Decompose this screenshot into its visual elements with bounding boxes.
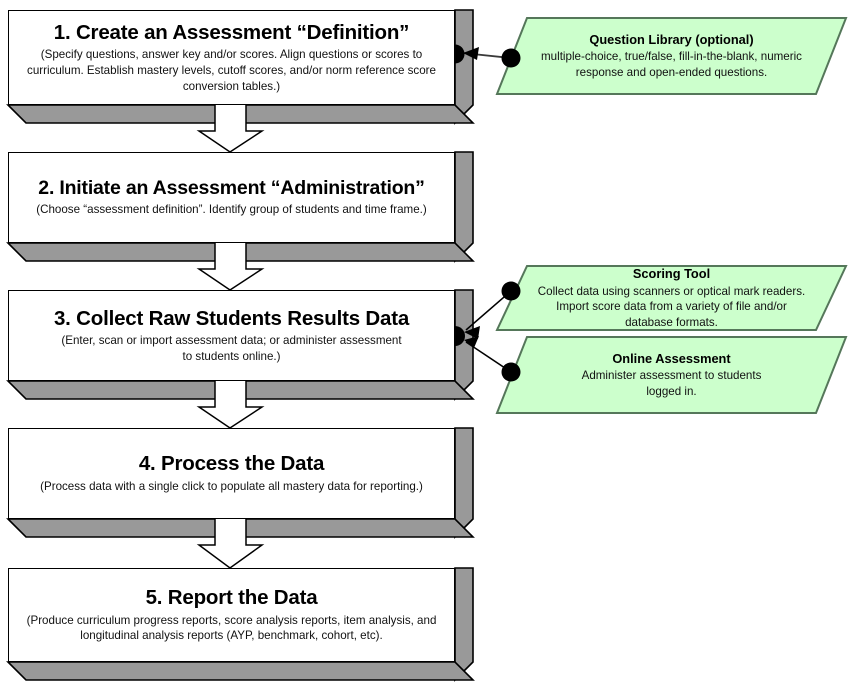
connector-dot-scoring-tool[interactable] — [501, 281, 521, 301]
note-online-assessment-title: Online Assessment — [612, 350, 731, 366]
arrow-step3-to-step4 — [196, 379, 265, 429]
arrow-step4-to-step5 — [196, 517, 265, 569]
step-1-box[interactable]: 1. Create an Assessment “Definition” (Sp… — [8, 10, 455, 105]
step-1-subtitle: (Specify questions, answer key and/or sc… — [27, 48, 436, 93]
step-3-title: 3. Collect Raw Students Results Data — [53, 306, 410, 330]
note-online-assessment-body: Administer assessment to students logged… — [581, 369, 762, 398]
note-question-library-title: Question Library (optional) — [589, 31, 754, 47]
note-scoring-tool[interactable]: Scoring Tool Collect data using scanners… — [497, 266, 846, 330]
connector-dot-step3[interactable] — [445, 326, 465, 346]
connector-dot-step1[interactable] — [445, 44, 465, 64]
note-question-library-body: multiple-choice, true/false, fill-in-the… — [541, 50, 802, 79]
arrow-step2-to-step3 — [196, 241, 265, 291]
step-4-box[interactable]: 4. Process the Data (Process data with a… — [8, 428, 455, 519]
connector-dot-online-assessment[interactable] — [501, 362, 521, 382]
note-online-assessment[interactable]: Online Assessment Administer assessment … — [497, 337, 846, 413]
step-5-subtitle: (Produce curriculum progress reports, sc… — [26, 613, 437, 643]
step-1-title: 1. Create an Assessment “Definition” — [53, 20, 410, 44]
step-3-box[interactable]: 3. Collect Raw Students Results Data (En… — [8, 290, 455, 381]
note-question-library[interactable]: Question Library (optional) multiple-cho… — [497, 18, 846, 94]
step-5-title: 5. Report the Data — [145, 586, 318, 610]
step-2-title: 2. Initiate an Assessment “Administratio… — [38, 176, 425, 199]
note-scoring-tool-body: Collect data using scanners or optical m… — [537, 284, 806, 329]
arrow-step1-to-step2 — [196, 103, 265, 153]
note-scoring-tool-title: Scoring Tool — [632, 266, 711, 282]
connector-dot-question-library[interactable] — [501, 48, 521, 68]
step-4-subtitle: (Process data with a single click to pop… — [40, 479, 423, 493]
step-2-subtitle: (Choose “assessment definition”. Identif… — [36, 203, 427, 217]
step-5-box[interactable]: 5. Report the Data (Produce curriculum p… — [8, 568, 455, 662]
step-3-subtitle: (Enter, scan or import assessment data; … — [61, 334, 402, 363]
step-2-box[interactable]: 2. Initiate an Assessment “Administratio… — [8, 152, 455, 243]
step-4-title: 4. Process the Data — [138, 452, 325, 476]
